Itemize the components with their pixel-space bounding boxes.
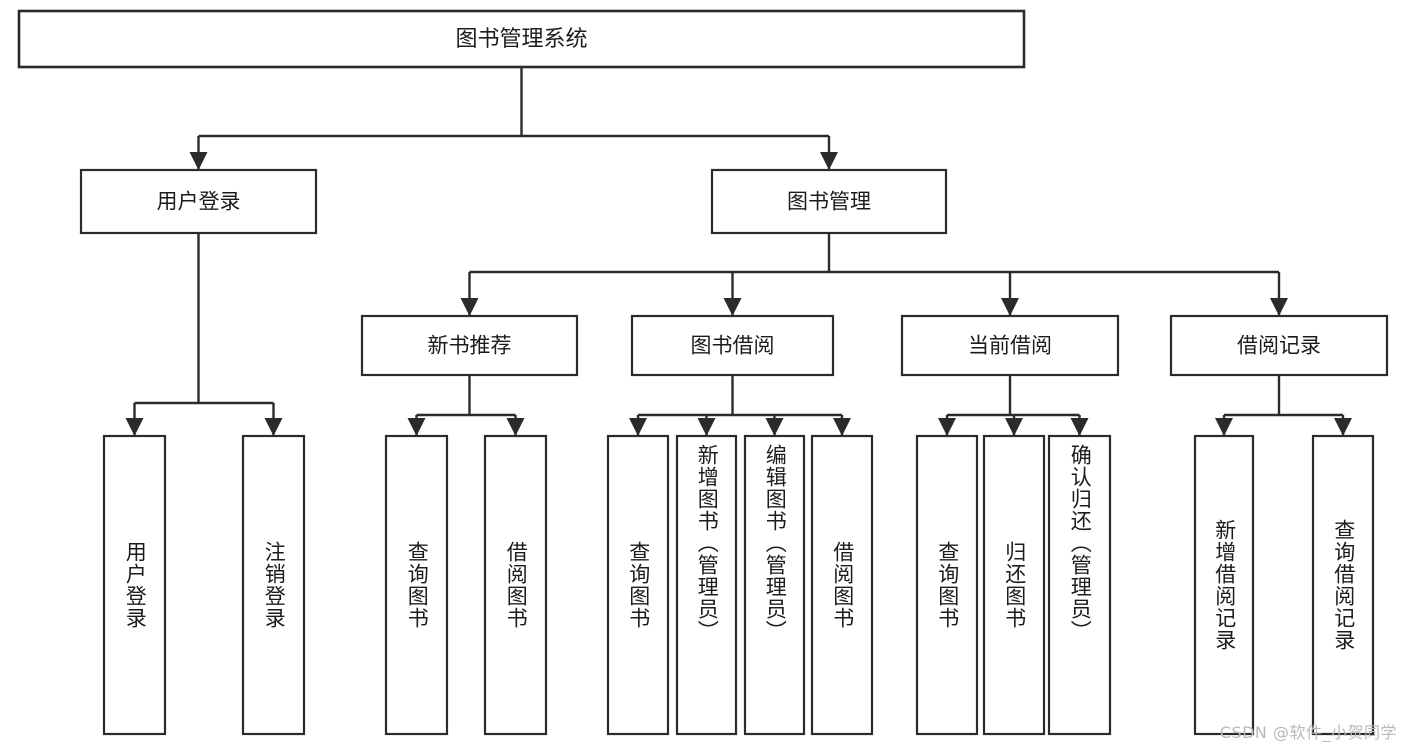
arrow-head bbox=[938, 418, 956, 436]
connector-layer bbox=[125, 67, 1352, 436]
node-box-new-book-recommend bbox=[360, 314, 579, 377]
node-box-leaf-query-record bbox=[1311, 434, 1375, 736]
node-box-leaf-borrow-book-2 bbox=[810, 434, 874, 736]
node-box-borrow-record bbox=[1169, 314, 1389, 377]
node-box-leaf-add-record bbox=[1193, 434, 1255, 736]
arrow-head bbox=[1334, 418, 1352, 436]
node-label-borrow-record: 借阅记录 bbox=[1237, 334, 1321, 358]
arrow-head bbox=[1070, 418, 1089, 436]
node-label-user-login: 用户登录 bbox=[157, 190, 241, 214]
node-label-root: 图书管理系统 bbox=[455, 27, 587, 52]
node-box-leaf-query-book-1 bbox=[384, 434, 449, 736]
node-box-leaf-query-book-2 bbox=[606, 434, 670, 736]
arrow-head bbox=[506, 418, 525, 436]
arrow-head bbox=[125, 418, 144, 436]
arrow-head bbox=[820, 152, 838, 170]
node-label-current-borrow: 当前借阅 bbox=[968, 334, 1052, 358]
box-layer bbox=[17, 9, 1389, 736]
node-label-book-borrow: 图书借阅 bbox=[691, 334, 775, 358]
arrow-head bbox=[460, 298, 479, 316]
arrow-head bbox=[264, 418, 283, 436]
arrow-head bbox=[189, 152, 208, 170]
node-label-new-book-recommend: 新书推荐 bbox=[428, 334, 512, 358]
node-box-user-login bbox=[79, 168, 318, 235]
node-box-leaf-query-book-3 bbox=[915, 434, 979, 736]
node-box-leaf-confirm-return bbox=[1047, 434, 1112, 736]
node-box-leaf-user-login bbox=[102, 434, 167, 736]
arrow-head bbox=[1215, 418, 1233, 436]
node-box-leaf-logout bbox=[241, 434, 306, 736]
arrow-head bbox=[407, 418, 426, 436]
node-box-book-management bbox=[710, 168, 948, 235]
node-box-leaf-return-book bbox=[982, 434, 1046, 736]
arrow-head bbox=[1005, 418, 1023, 436]
node-box-leaf-edit-book bbox=[743, 434, 806, 736]
arrow-head bbox=[833, 418, 851, 436]
node-box-root bbox=[17, 9, 1026, 69]
node-box-leaf-add-book bbox=[675, 434, 738, 736]
node-box-leaf-borrow-book-1 bbox=[483, 434, 548, 736]
node-label-book-management: 图书管理 bbox=[787, 190, 871, 214]
arrow-head bbox=[1270, 298, 1288, 316]
node-box-book-borrow bbox=[630, 314, 835, 377]
node-box-current-borrow bbox=[900, 314, 1120, 377]
arrow-head bbox=[765, 418, 784, 436]
arrow-head bbox=[723, 298, 742, 316]
arrow-head bbox=[629, 418, 647, 436]
watermark: CSDN @软件_小贺同学 bbox=[1219, 723, 1397, 742]
arrow-head bbox=[1001, 298, 1019, 316]
arrow-head bbox=[697, 418, 716, 436]
